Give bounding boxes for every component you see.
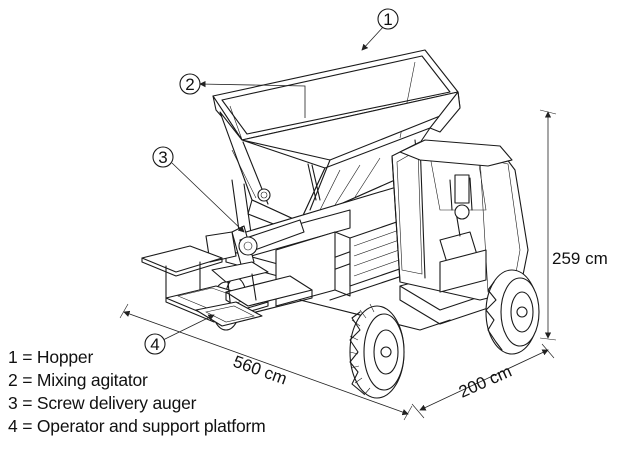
callout-1: 1 bbox=[377, 8, 399, 30]
callout-3-number: 3 bbox=[158, 148, 167, 167]
width-dimension: 200 cm bbox=[411, 343, 555, 419]
callout-1-number: 1 bbox=[383, 10, 392, 29]
callout-2-number: 2 bbox=[185, 75, 194, 94]
legend: 1 = Hopper 2 = Mixing agitator 3 = Screw… bbox=[8, 346, 266, 438]
callout-2: 2 bbox=[179, 73, 201, 95]
legend-item-screw-auger: 3 = Screw delivery auger bbox=[8, 393, 197, 413]
legend-item-mixing-agitator: 2 = Mixing agitator bbox=[8, 370, 148, 390]
legend-item-hopper: 1 = Hopper bbox=[8, 347, 94, 367]
callout-3: 3 bbox=[152, 146, 174, 168]
rear-wheel bbox=[485, 269, 540, 355]
width-label: 200 cm bbox=[456, 362, 515, 402]
height-label: 259 cm bbox=[552, 249, 608, 268]
front-wheel bbox=[349, 303, 405, 399]
height-dimension: 259 cm bbox=[539, 109, 608, 341]
legend-item-platform: 4 = Operator and support platform bbox=[8, 416, 266, 436]
operator-cab bbox=[391, 139, 529, 301]
